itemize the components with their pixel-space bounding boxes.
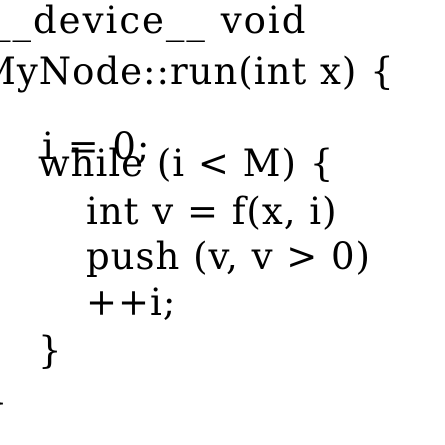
- code-line-2: MyNode::run(int x) {: [0, 50, 395, 93]
- code-line-4: while (i < M) {: [38, 142, 335, 185]
- code-line-5: int v = f(x, i): [86, 190, 338, 233]
- code-line-9: }: [0, 384, 8, 421]
- code-line-7: ++i;: [86, 281, 177, 324]
- code-line-1: __device__ void: [0, 0, 308, 42]
- code-line-3: i = 0;: [42, 125, 151, 168]
- code-line-6: push (v, v > 0): [86, 235, 371, 278]
- code-line-8: }: [38, 329, 62, 372]
